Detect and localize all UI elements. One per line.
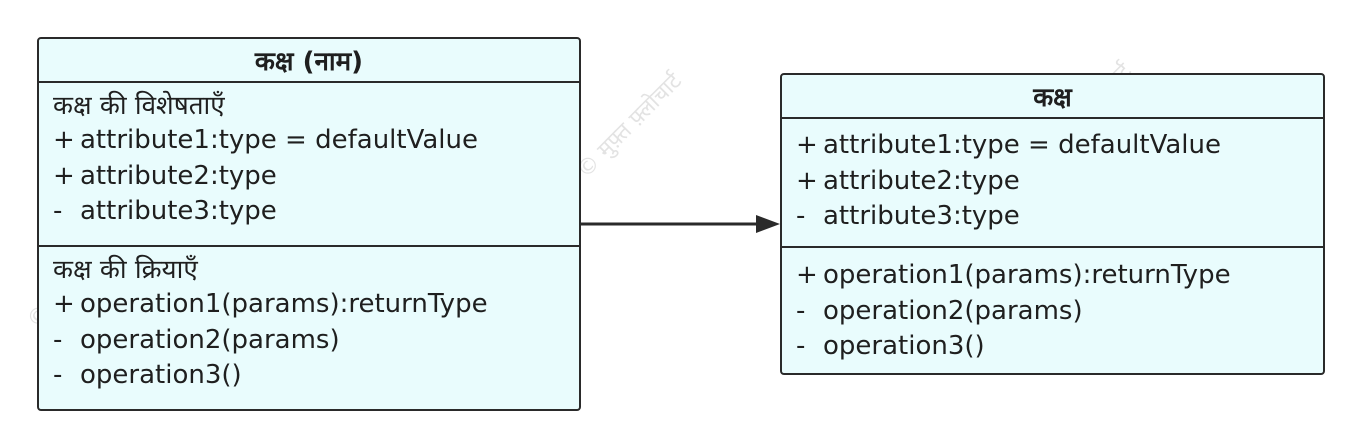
operation-row: - operation2(params) (53, 323, 565, 359)
attribute-text: attribute3:type (823, 201, 1020, 231)
uml-class-right[interactable]: कक्ष + attribute1:type = defaultValue + … (780, 73, 1325, 375)
operation-text: operation3() (823, 331, 985, 361)
class-name: कक्ष (नाम) (254, 47, 364, 77)
visibility-marker: - (796, 331, 806, 361)
attributes-title: कक्ष की विशेषताएँ (53, 91, 225, 121)
operation-text: operation1(params):returnType (823, 260, 1231, 290)
attribute-row: + attribute1:type = defaultValue (796, 128, 1309, 164)
uml-class-left[interactable]: कक्ष (नाम) कक्ष की विशेषताएँ + attribute… (37, 37, 581, 411)
class-name: कक्ष (1033, 83, 1072, 113)
attribute-row: + attribute1:type = defaultValue (53, 123, 565, 159)
operation-row: + operation1(params):returnType (53, 287, 565, 323)
visibility-marker: - (796, 201, 806, 231)
operation-row: + operation1(params):returnType (796, 258, 1309, 294)
operation-text: operation3() (80, 360, 242, 390)
visibility-marker: - (53, 360, 63, 390)
attribute-text: attribute1:type = defaultValue (823, 130, 1221, 160)
attributes-section: + attribute1:type = defaultValue + attri… (782, 119, 1323, 246)
attribute-row: + attribute2:type (796, 164, 1309, 200)
attributes-section: कक्ष की विशेषताएँ + attribute1:type = de… (39, 83, 579, 245)
visibility-marker: - (53, 196, 63, 226)
attribute-text: attribute2:type (823, 165, 1020, 196)
operation-text: operation2(params) (80, 324, 340, 355)
operation-row: - operation3() (796, 329, 1309, 365)
attribute-row: + attribute2:type (53, 159, 565, 195)
attribute-text: attribute3:type (80, 196, 277, 226)
visibility-marker: + (53, 125, 75, 155)
visibility-marker: + (796, 260, 818, 290)
operation-row: - operation2(params) (796, 294, 1309, 330)
operations-section: कक्ष की क्रियाएँ + operation1(params):re… (39, 245, 579, 402)
visibility-marker: + (53, 289, 75, 319)
operation-text: operation1(params):returnType (80, 289, 488, 319)
visibility-marker: + (796, 165, 818, 196)
class-name-header: कक्ष (नाम) (39, 39, 579, 83)
visibility-marker: + (796, 130, 818, 160)
visibility-marker: - (796, 295, 806, 326)
watermark: © मुफ़्त फ़्लोचार्ट (572, 68, 687, 184)
visibility-marker: - (53, 324, 63, 355)
attribute-row: - attribute3:type (796, 199, 1309, 235)
attribute-text: attribute1:type = defaultValue (80, 125, 478, 155)
operation-text: operation2(params) (823, 295, 1083, 326)
operations-title: कक्ष की क्रियाएँ (53, 255, 198, 285)
operations-section: + operation1(params):returnType - operat… (782, 246, 1323, 373)
visibility-marker: + (53, 160, 75, 191)
attribute-row: - attribute3:type (53, 194, 565, 230)
operation-row: - operation3() (53, 358, 565, 394)
class-name-header: कक्ष (782, 75, 1323, 119)
arrowhead-icon (756, 215, 780, 233)
attribute-text: attribute2:type (80, 160, 277, 191)
